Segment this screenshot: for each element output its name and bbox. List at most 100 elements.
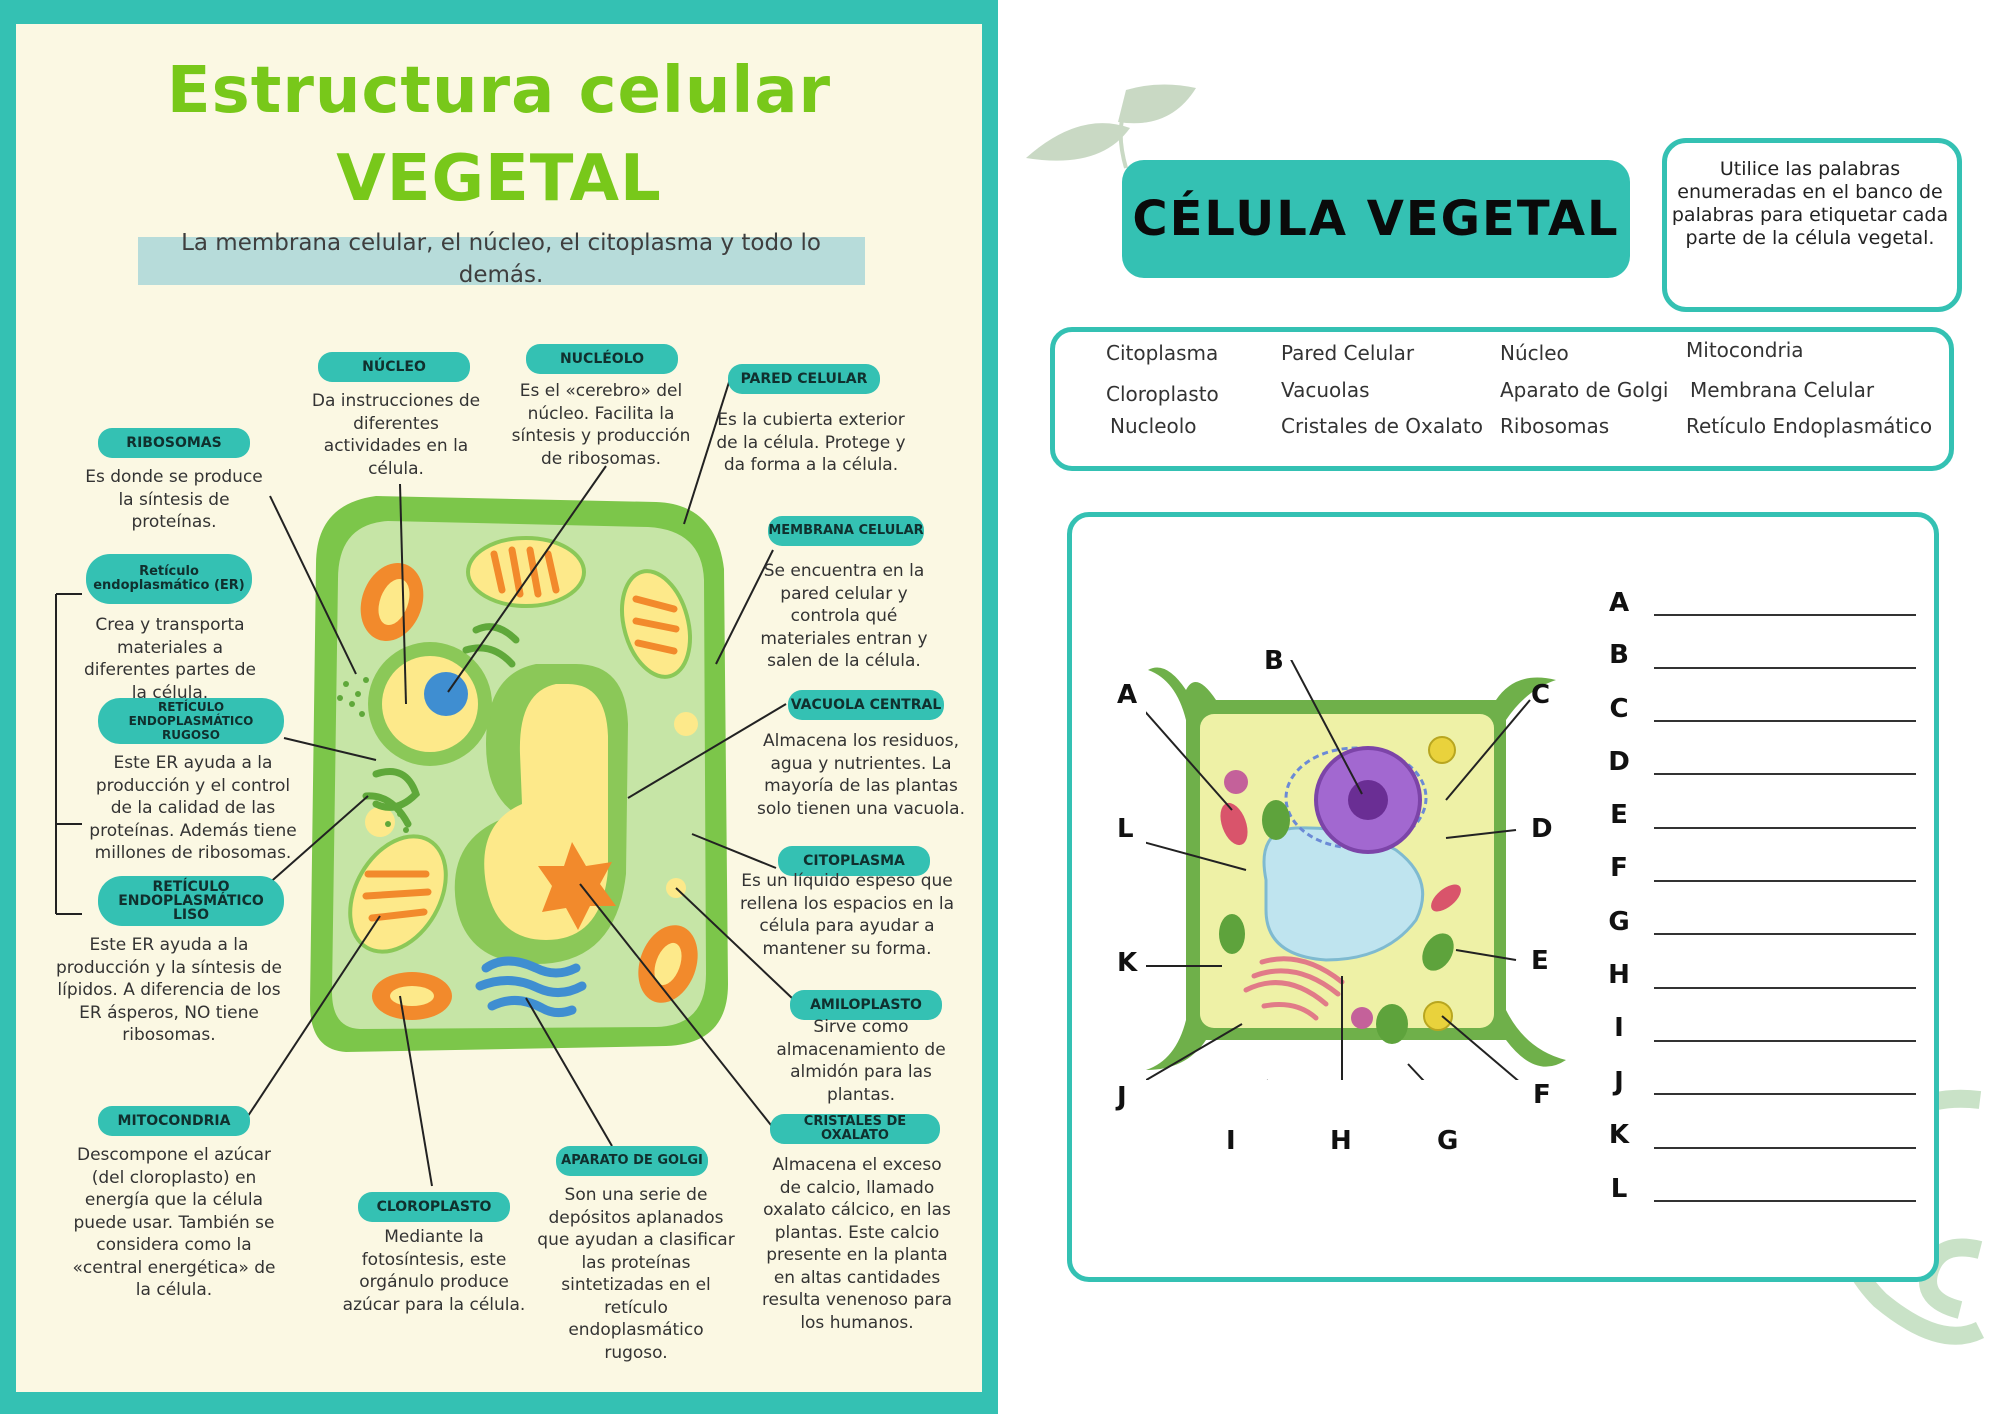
tag-reticulo-rugoso: RETÍCULO ENDOPLASMÁTICO RUGOSO [98,698,284,744]
ws-nucleolus-shape [1348,780,1388,820]
poster-panel: Estructura celular VEGETAL La membrana c… [16,24,982,1392]
tag-membrana-celular: MEMBRANA CELULAR [768,516,924,546]
word-bank-item: Ribosomas [1500,414,1610,438]
desc-ribosomas: Es donde se produce la síntesis de prote… [85,467,263,532]
diagram-label: H [1330,1126,1352,1156]
subtitle-highlight [138,237,865,285]
word-bank-item: Aparato de Golgi [1500,378,1669,402]
ws-chloro-4-shape [1376,1004,1408,1044]
diagram-label: F [1533,1080,1551,1110]
answer-line[interactable] [1654,1147,1916,1149]
answer-letter: B [1609,640,1629,670]
answer-line[interactable] [1654,1200,1916,1202]
diagram-label: E [1531,946,1549,976]
word-bank-item: Vacuolas [1281,378,1370,402]
worksheet-cell-diagram [1146,660,1566,1080]
plant-cell-illustration [55,378,794,1187]
ws-chloro-1-shape [1262,800,1290,840]
answer-letter: G [1608,907,1630,937]
diagram-label: C [1531,680,1551,710]
ws-vacuole-shape [1262,826,1425,962]
oxalate-crystal-shape [538,842,616,930]
desc-pared-celular: Es la cubierta exterior de la célula. Pr… [716,410,906,475]
answer-line[interactable] [1654,1093,1916,1095]
tag-reticulo-liso: RETÍCULO ENDOPLASMÁTICO LISO [98,876,284,926]
instructions-box [1662,138,1962,312]
word-bank-item: Pared Celular [1281,341,1415,365]
tag-citoplasma: CITOPLASMA [778,846,930,876]
worksheet-title: CÉLULA VEGETAL [1132,191,1620,247]
tag-nucleo: NÚCLEO [318,352,470,382]
diagram-label: D [1531,814,1553,844]
desc-reticulo-er: Crea y transporta materiales a diferente… [83,615,257,703]
ws-chloro-3-shape [1422,933,1454,971]
answer-letter: C [1609,694,1629,724]
desc-reticulo-liso: Este ER ayuda a la producción y la sínte… [56,935,282,1045]
answer-line[interactable] [1654,614,1916,616]
word-bank-item: Cristales de Oxalato [1281,414,1483,438]
answer-letter: F [1610,853,1628,883]
ws-ribosome-shape [1224,770,1248,794]
word-bank-item: Cloroplasto [1106,382,1219,406]
leaf-icon [1026,123,1130,161]
rough-er-shape [362,768,421,828]
answer-line[interactable] [1654,933,1916,935]
desc-aparato-golgi: Son una serie de depósitos aplanados que… [537,1185,735,1363]
desc-membrana-celular: Se encuentra en la pared celular y contr… [760,561,928,671]
word-bank-item: Nucleolo [1110,414,1197,438]
answer-line[interactable] [1654,987,1916,989]
desc-nucleo: Da instrucciones de diferentes actividad… [311,391,481,479]
poster-subtitle: La membrana celular, el núcleo, el citop… [181,230,821,288]
diagram-label: K [1117,948,1138,978]
ws-chloro-2-shape [1219,914,1245,954]
word-bank-box [1050,327,1954,471]
answer-line[interactable] [1654,773,1916,775]
desc-amiloplasto: Sirve como almacenamiento de almidón par… [776,1017,946,1105]
tag-mitocondria: MITOCONDRIA [98,1106,250,1136]
desc-reticulo-rugoso: Este ER ayuda a la producción y el contr… [89,753,297,863]
diagram-label: J [1117,1082,1127,1112]
answer-line[interactable] [1654,1040,1916,1042]
answer-line[interactable] [1654,827,1916,829]
answer-line[interactable] [1654,667,1916,669]
diagram-label: G [1437,1126,1459,1156]
ws-er-shape [1243,956,1345,1021]
desc-cristales-oxalato: Almacena el exceso de calcio, llamado ox… [761,1155,953,1333]
diagram-label: A [1117,680,1138,710]
instructions-text: Utilice las palabras enumeradas en el ba… [1671,158,1949,249]
ws-mito-1-shape [1220,802,1248,846]
diagram-label: B [1264,646,1284,676]
desc-citoplasma: Es un líquido espeso que rellena los esp… [740,871,954,959]
diagram-label: L [1117,814,1134,844]
poster-title-line1: Estructura celular [166,54,832,128]
answer-letter: I [1614,1013,1624,1043]
diagram-label: I [1226,1126,1236,1156]
poster-title-line2: VEGETAL [336,142,662,216]
tag-pared-celular: PARED CELULAR [728,364,880,394]
ws-crystal-shape [1428,736,1456,764]
golgi-shape [475,956,587,1018]
ws-mito-2-shape [1431,884,1461,912]
answer-line[interactable] [1654,880,1916,882]
ribosomes-shape [337,677,409,833]
tag-aparato-golgi: APARATO DE GOLGI [556,1146,708,1176]
word-bank-item: Núcleo [1500,341,1569,365]
answer-letter: A [1608,588,1630,618]
tag-cloroplasto: CLOROPLASTO [358,1192,510,1222]
word-bank-item: Citoplasma [1106,341,1219,365]
word-bank-item: Retículo Endoplasmático [1686,414,1933,438]
tag-reticulo-er: Retículo endoplasmático (ER) [86,554,252,604]
word-bank-item: Membrana Celular [1690,378,1875,402]
desc-vacuola-central: Almacena los residuos, agua y nutrientes… [757,731,965,819]
nucleolus-shape [424,672,468,716]
word-bank-item: Mitocondria [1686,338,1804,362]
ws-leader-lines [1146,660,1531,1080]
smooth-er-shape [462,623,520,668]
answer-letter: L [1610,1174,1628,1204]
desc-cloroplasto: Mediante la fotosíntesis, este orgánulo … [342,1227,526,1315]
answer-letter: D [1608,747,1630,777]
answer-line[interactable] [1654,720,1916,722]
tag-ribosomas: RIBOSOMAS [98,428,250,458]
answer-letter: H [1608,960,1630,990]
answer-letter: E [1610,800,1628,830]
